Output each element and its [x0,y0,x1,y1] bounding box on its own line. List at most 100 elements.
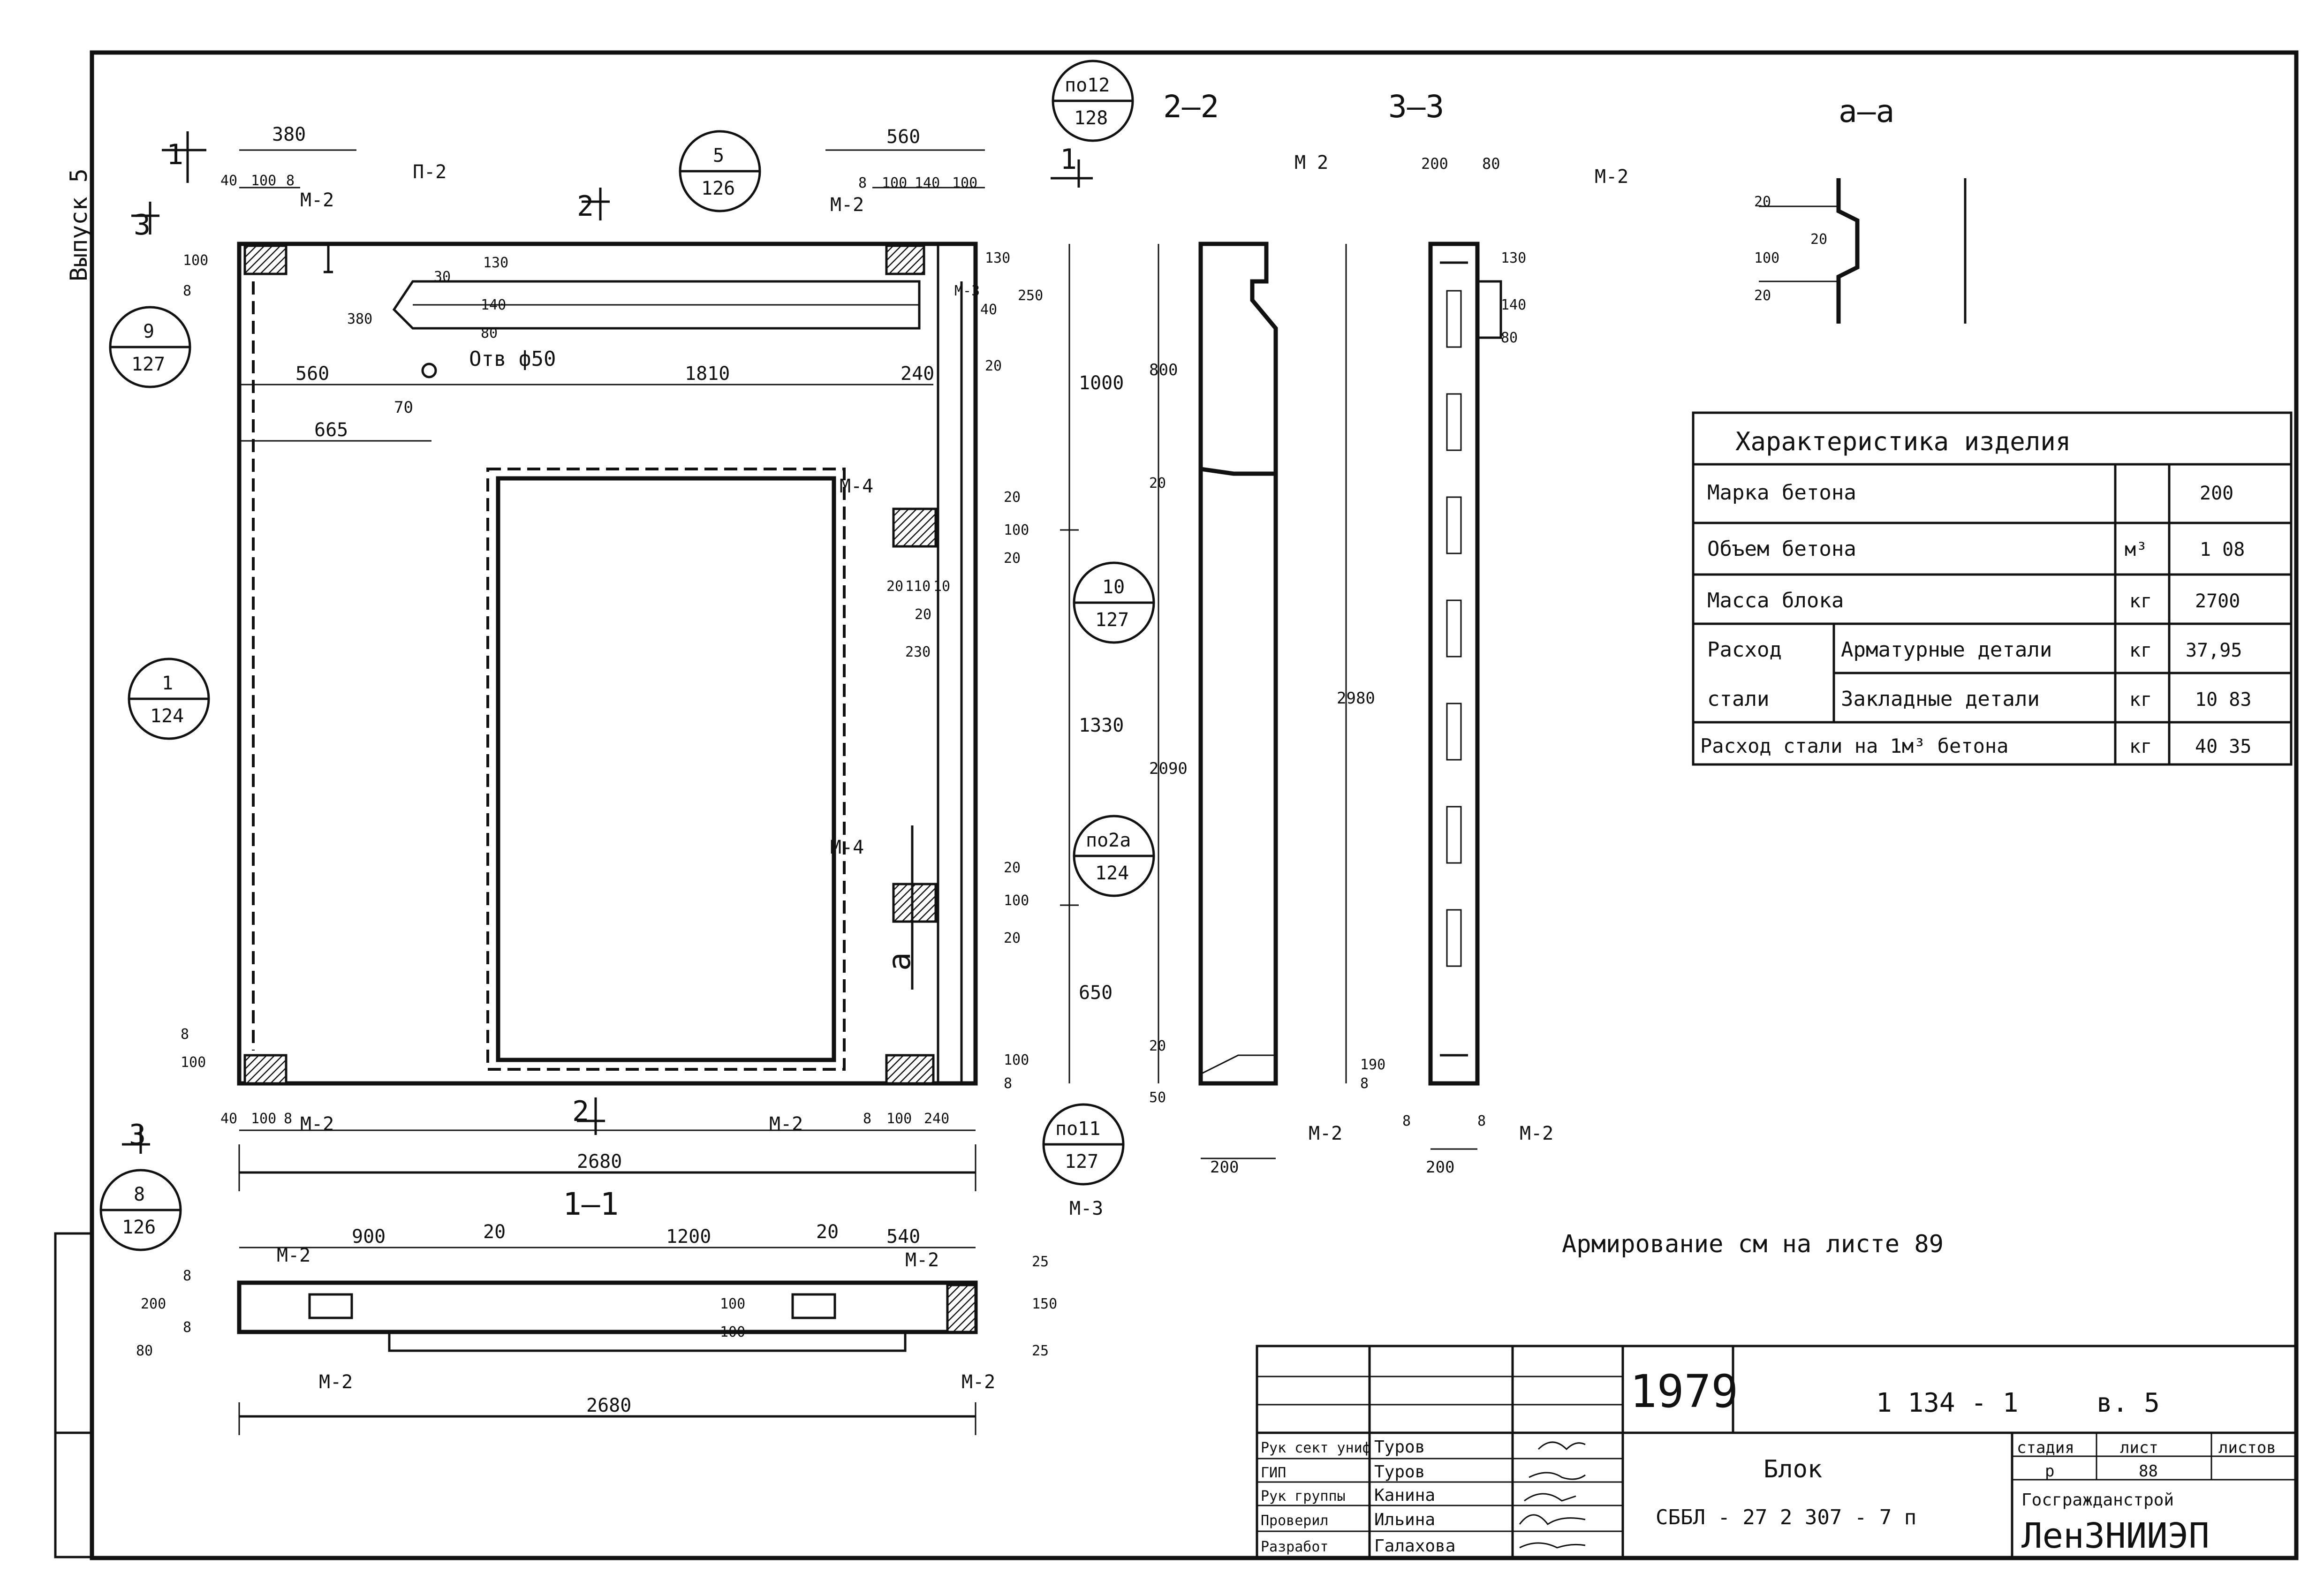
char-row-4-value: 10 83 [2195,689,2251,711]
dim-40-top: 40 [220,173,237,189]
dim-80-slot: 80 [481,325,498,341]
dim-20b-right: 20 [1004,860,1021,876]
name-3: Ильина [1374,1510,1435,1529]
view-1-1-m2b: М-2 [905,1249,939,1271]
title-doc-code: 1 134 - 1 [1876,1388,2018,1418]
view-3-3-m2-right: М-2 [1595,166,1628,188]
view-1-1-m2a: М-2 [277,1245,310,1266]
view-1-1-d150: 150 [1032,1296,1057,1312]
title-year: 1979 [1630,1365,1738,1418]
svg-text:1: 1 [162,673,173,694]
view-2-2-d20b: 20 [1149,1038,1166,1054]
svg-text:128: 128 [1074,107,1108,129]
view-2-2-d50: 50 [1149,1089,1166,1106]
view-3-3-d2980: 2980 [1337,689,1375,708]
panel-outline [237,242,978,1086]
char-group-label-2: стали [1707,687,1769,711]
view-1-1-d900: 900 [352,1226,386,1248]
dim-8-right: 8 [1004,1075,1012,1092]
dim-20a-right: 20 [985,358,1002,374]
dim-100-br: 100 [886,1111,912,1127]
embed-label-m2-bl: М-2 [300,1113,334,1135]
bubble-6: по11 127 [1042,1103,1125,1186]
dim-665: 665 [314,419,348,441]
embed-m4-upper [892,507,937,548]
bubble-4: 1 124 [128,658,210,740]
view-1-1-overall: 2680 [586,1395,631,1416]
dim-100-left: 100 [183,252,208,269]
view-1-1-m2c: М-2 [319,1371,353,1393]
dim-100-b: 100 [251,1111,276,1127]
dim-1330-right: 1330 [1079,715,1124,736]
view-1-1-d8b: 8 [183,1319,191,1336]
dim-m4-100: 100 [1004,522,1029,538]
name-1: Туров [1374,1462,1425,1482]
char-row-5-label: Расход стали на 1м³ бетона [1700,734,2008,757]
char-row-5-unit: кг [2129,736,2152,757]
view-3-3-d200b: 200 [1426,1158,1454,1177]
role-2: Рук группы [1261,1488,1346,1505]
view-1-1-m2d: М-2 [961,1371,995,1393]
char-row-1-unit: м³ [2125,539,2147,560]
dim-240-br: 240 [924,1111,949,1127]
view-1-1-d100: 100 [720,1296,745,1312]
view-1-1-d540: 540 [886,1226,920,1248]
svg-text:127: 127 [131,354,165,375]
embed-m2-top-right [885,244,925,275]
view-3-3-ribs [1446,290,1462,967]
view-3-3: 3—3 М 2 М-2 200 80 130 140 80 2980 190 8… [1294,89,1628,1177]
characteristics-title: Характеристика изделия [1735,427,2071,456]
bubble-1: 5 126 [679,130,761,212]
view-3-3-m2-br: М-2 [1520,1123,1553,1144]
main-view [122,131,1093,1191]
bubble-0: по12 128 [1052,60,1134,142]
view-2-2-d2090: 2090 [1149,759,1188,778]
side-label: Выпуск 5 [65,168,92,281]
embed-label-m2-br: М-2 [769,1113,803,1135]
dim-40-right: 40 [980,302,997,318]
title-block: 1979 1 134 - 1 в. 5 Блок СББЛ - 27 2 307… [1256,1345,2298,1559]
bubble-5: по2а 124 [1073,815,1155,897]
svg-text:127: 127 [1065,1151,1098,1172]
view-a-a-d20: 20 [1754,194,1771,210]
dim-30-slot: 30 [434,269,451,285]
dim-130-right: 130 [985,250,1010,266]
opening-label: Отв ф50 [469,347,556,371]
dim-8-br: 8 [863,1111,871,1127]
view-a-a-d100: 100 [1754,250,1779,266]
embed-label-m4-lower: М-4 [830,837,864,858]
embed-label-m3: М-3 [954,283,980,299]
view-3-3-d8: 8 [1360,1075,1369,1092]
signatures [1519,1441,1586,1549]
embed-label-m4-upper: М-4 [840,476,873,497]
svg-text:124: 124 [150,705,184,727]
dim-70: 70 [394,398,413,417]
svg-text:9: 9 [143,321,154,342]
svg-text:126: 126 [122,1217,156,1238]
characteristics-table: Характеристика изделия Марка бетона 200 … [1692,411,2293,766]
embed-label-m2-tr: М-2 [830,194,864,216]
cut-2-bottom: 2 [572,1095,589,1128]
dim-100-bl: 100 [181,1054,206,1071]
view-2-2: 2—2 800 20 2090 20 50 200 [1149,89,1278,1177]
window-opening [486,468,846,1071]
embed-label-m2-tl: М-2 [300,189,334,211]
view-1-1-d20: 20 [483,1221,506,1243]
view-3-3-d8b: 8 [1477,1113,1486,1129]
dim-m4-20d: 20 [915,606,931,623]
svg-text:126: 126 [701,178,735,199]
dim-m4-20: 20 [1004,489,1021,506]
dim-650-right: 650 [1079,982,1113,1004]
svg-text:по2а: по2а [1086,830,1131,851]
bubble-2: 9 127 [109,306,191,388]
view-1-1-d80: 80 [136,1343,153,1359]
view-1-1-d8: 8 [183,1268,191,1284]
dim-100b-top: 100 [882,175,907,191]
view-3-3-d80: 80 [1482,155,1500,173]
embed-m2-bottom-left [243,1054,288,1085]
cut-1-top: 1 [167,138,183,171]
dim-m4-20c: 20 [886,578,903,595]
left-binding-strip [54,1232,93,1558]
dim-m4-110: 110 [905,578,931,595]
